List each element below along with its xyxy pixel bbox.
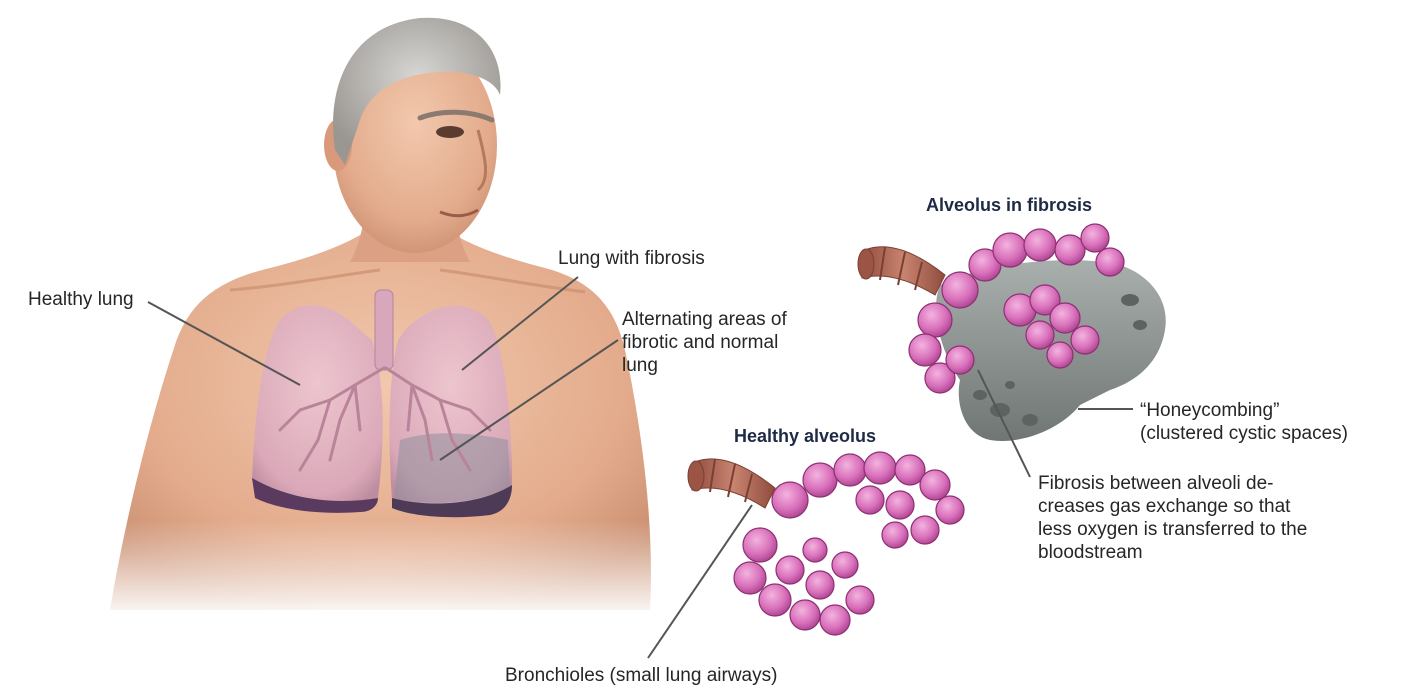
label-line: less oxygen is transferred to the (1038, 518, 1307, 541)
healthy-alveolus-illustration (688, 452, 964, 635)
label-honeycombing: “Honeycombing” (clustered cystic spaces) (1140, 399, 1348, 445)
label-alternating-areas: Alternating areas of fibrotic and normal… (622, 308, 787, 377)
fibrosis-airway (858, 247, 945, 295)
man-figure (100, 18, 660, 620)
label-line: Alternating areas of (622, 308, 787, 331)
label-line: creases gas exchange so that (1038, 495, 1307, 518)
healthy-airway (688, 459, 775, 508)
title-healthy-alveolus: Healthy alveolus (734, 426, 876, 447)
fibrotic-lung-patch (394, 433, 510, 503)
label-line: Fibrosis between alveoli de- (1038, 472, 1307, 495)
title-alveolus-in-fibrosis: Alveolus in fibrosis (926, 195, 1092, 216)
label-line: fibrotic and normal (622, 331, 787, 354)
trachea (375, 290, 393, 370)
label-bronchioles: Bronchioles (small lung airways) (505, 664, 777, 687)
healthy-alveoli-clusters (734, 452, 964, 635)
label-healthy-lung: Healthy lung (28, 288, 134, 311)
label-lung-with-fibrosis: Lung with fibrosis (558, 247, 705, 270)
eye (436, 126, 464, 138)
label-line: (clustered cystic spaces) (1140, 422, 1348, 445)
label-fibrosis-between-alveoli: Fibrosis between alveoli de- creases gas… (1038, 472, 1307, 564)
torso-fade (100, 520, 660, 620)
label-line: “Honeycombing” (1140, 399, 1348, 422)
label-line: lung (622, 354, 787, 377)
label-line: bloodstream (1038, 541, 1307, 564)
